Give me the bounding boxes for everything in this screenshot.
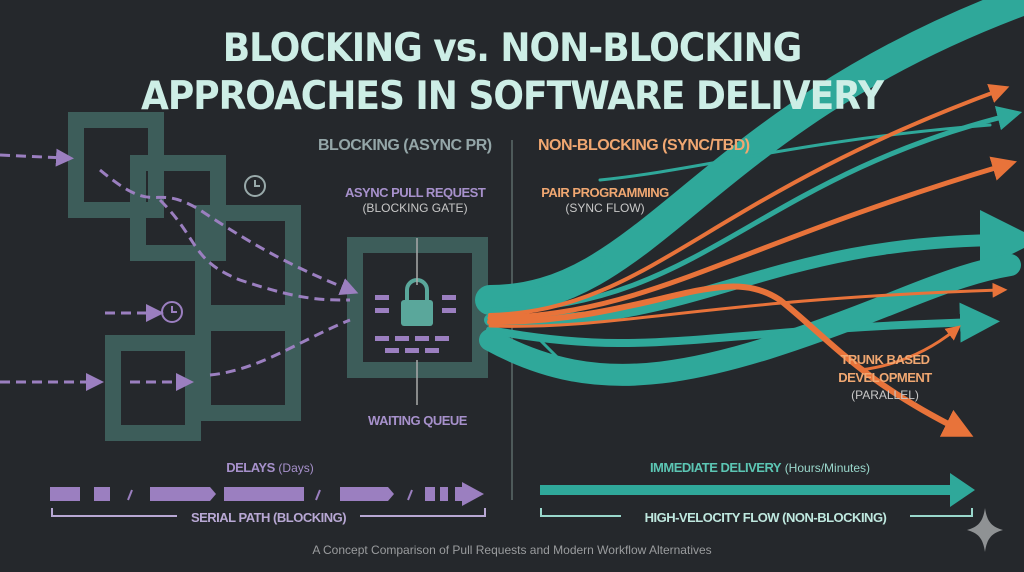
title-line-2: APPROACHES IN SOFTWARE DELIVERY — [140, 73, 884, 120]
queue-dashes — [375, 295, 456, 353]
immediate-arrow — [540, 473, 975, 507]
serial-label: SERIAL PATH (BLOCKING) — [190, 510, 347, 525]
right-header: NON-BLOCKING (SYNC/TBD) — [538, 137, 750, 154]
serial-bracket — [51, 508, 486, 517]
caption: A Concept Comparison of Pull Requests an… — [312, 543, 712, 557]
pair-label: PAIR PROGRAMMING — [541, 185, 669, 200]
sparkle-icon — [967, 508, 1003, 552]
blocking-boxes — [68, 112, 488, 441]
delays-label-group: DELAYS (Days) — [200, 460, 340, 475]
immediate-label-group: IMMEDIATE DELIVERY (Hours/Minutes) — [600, 460, 920, 475]
trunk-label-1: TRUNK BASED — [840, 352, 930, 367]
delays-unit: (Days) — [278, 461, 314, 475]
left-header: BLOCKING (ASYNC PR) — [318, 137, 492, 154]
immediate-label: IMMEDIATE DELIVERY — [649, 460, 782, 475]
serial-path-bar — [50, 482, 484, 506]
orange-flows — [487, 84, 1017, 437]
pair-sublabel: (SYNC FLOW) — [565, 201, 645, 215]
lock-icon — [401, 278, 433, 326]
clock-icon — [161, 301, 183, 323]
gate-label: ASYNC PULL REQUEST — [345, 185, 486, 200]
title-line-1: BLOCKING vs. NON-BLOCKING — [222, 25, 803, 72]
queue-label: WAITING QUEUE — [368, 413, 467, 428]
immediate-unit: (Hours/Minutes) — [784, 461, 871, 475]
gate-sublabel: (BLOCKING GATE) — [362, 201, 468, 215]
trunk-sublabel: (PARALLEL) — [851, 388, 919, 402]
trunk-label-2: DEVELOPMENT — [838, 370, 932, 385]
flow-bracket — [540, 508, 973, 517]
purple-dashed-paths — [0, 148, 359, 391]
clock-icon — [244, 175, 266, 197]
flow-label: HIGH-VELOCITY FLOW (NON-BLOCKING) — [644, 510, 887, 525]
delays-label: DELAYS — [226, 460, 275, 475]
